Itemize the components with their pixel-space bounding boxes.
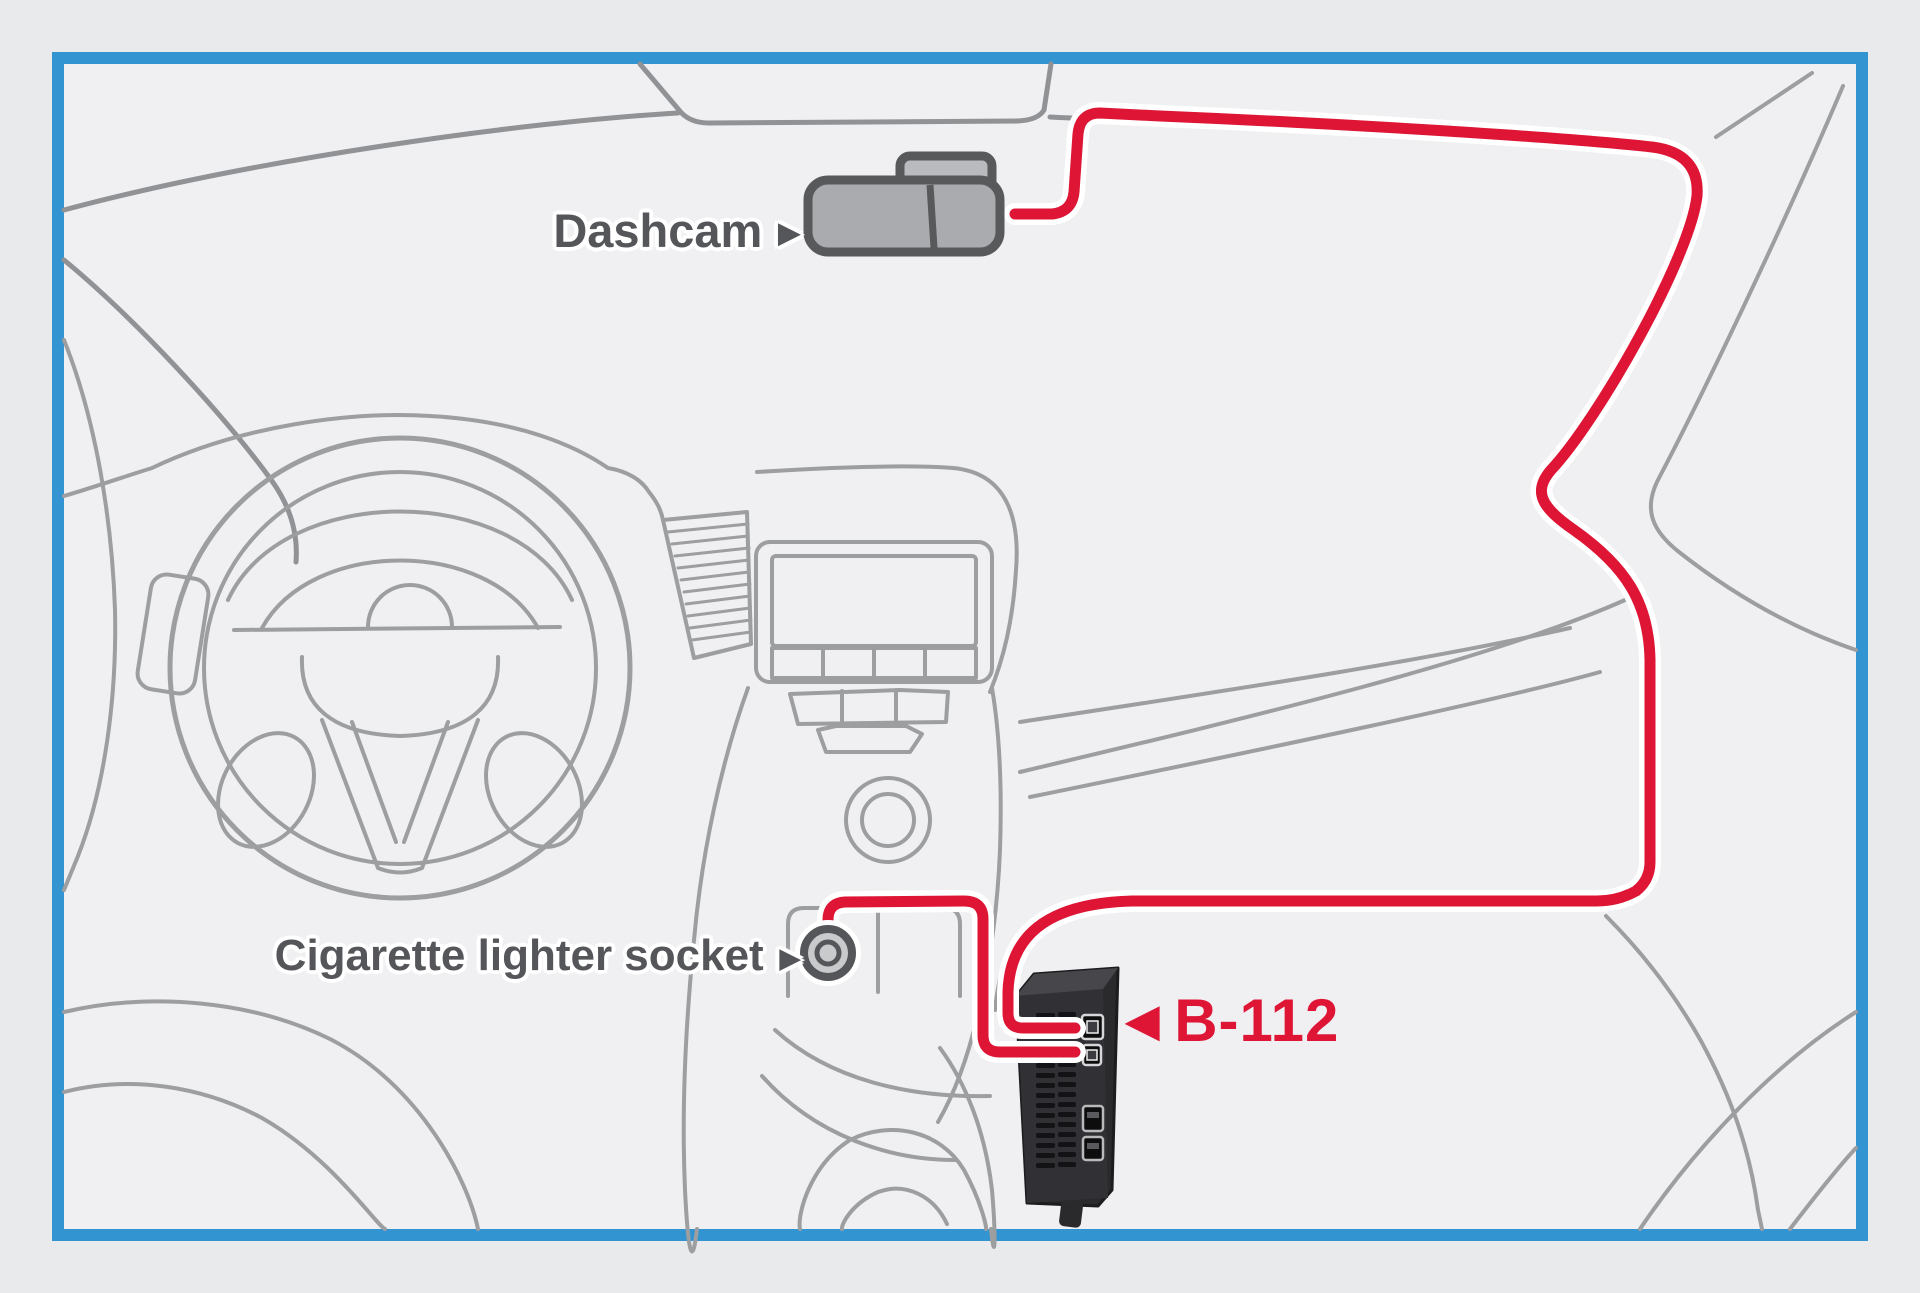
b112-device (1014, 966, 1120, 1228)
right-pillar-lines (1604, 71, 1858, 1231)
lower-button-row (816, 724, 924, 754)
left-door-lines (62, 338, 118, 892)
b112-label: ◀ B-112 (1126, 986, 1339, 1054)
b112-label-text: B-112 (1174, 986, 1340, 1054)
dashcam-lens-divider (926, 184, 938, 249)
mirror-mount (637, 61, 1054, 126)
b112-usb-ports (1081, 1104, 1105, 1162)
gear-boot (797, 1128, 989, 1231)
arrow-left-icon: ◀ (1126, 997, 1161, 1046)
seat-outlines (62, 999, 480, 1231)
socket-label-text: Cigarette lighter socket (274, 931, 764, 980)
control-knob (844, 776, 932, 864)
b112-input-ports (1080, 1013, 1105, 1067)
side-vent (661, 510, 753, 660)
dashcam-cable (1002, 107, 1703, 1034)
screen-bezel (754, 540, 994, 684)
screen-buttons (770, 646, 978, 680)
center-console (681, 686, 1003, 1254)
wheel-left-pod (216, 731, 316, 849)
socket-cable (822, 895, 1081, 1058)
dashcam-device (803, 151, 1005, 257)
dashcam-label: Dashcam ▶ (400, 200, 800, 260)
arrow-right-icon: ▶ (778, 215, 800, 248)
center-stack (661, 510, 994, 864)
cigarette-lighter-socket (795, 920, 861, 986)
turn-signal-stalk (135, 572, 211, 696)
b112-top-face (1016, 968, 1118, 996)
wheel-bottom-spoke (320, 718, 480, 875)
dashcam-label-text: Dashcam (553, 203, 763, 257)
wheel-right-pod (484, 731, 584, 849)
airbag-cover (299, 655, 501, 738)
dashcam-body (803, 175, 1005, 257)
power-cables (817, 102, 1709, 1063)
steering-wheel (135, 435, 633, 901)
cigarette-lighter-socket-label: Cigarette lighter socket ▶ (140, 926, 800, 986)
left-a-pillar (61, 257, 299, 565)
button-row (788, 688, 950, 726)
blue-border (52, 52, 1868, 1241)
arrow-right-icon: ▶ (779, 942, 800, 973)
b112-foot (1059, 1200, 1083, 1228)
